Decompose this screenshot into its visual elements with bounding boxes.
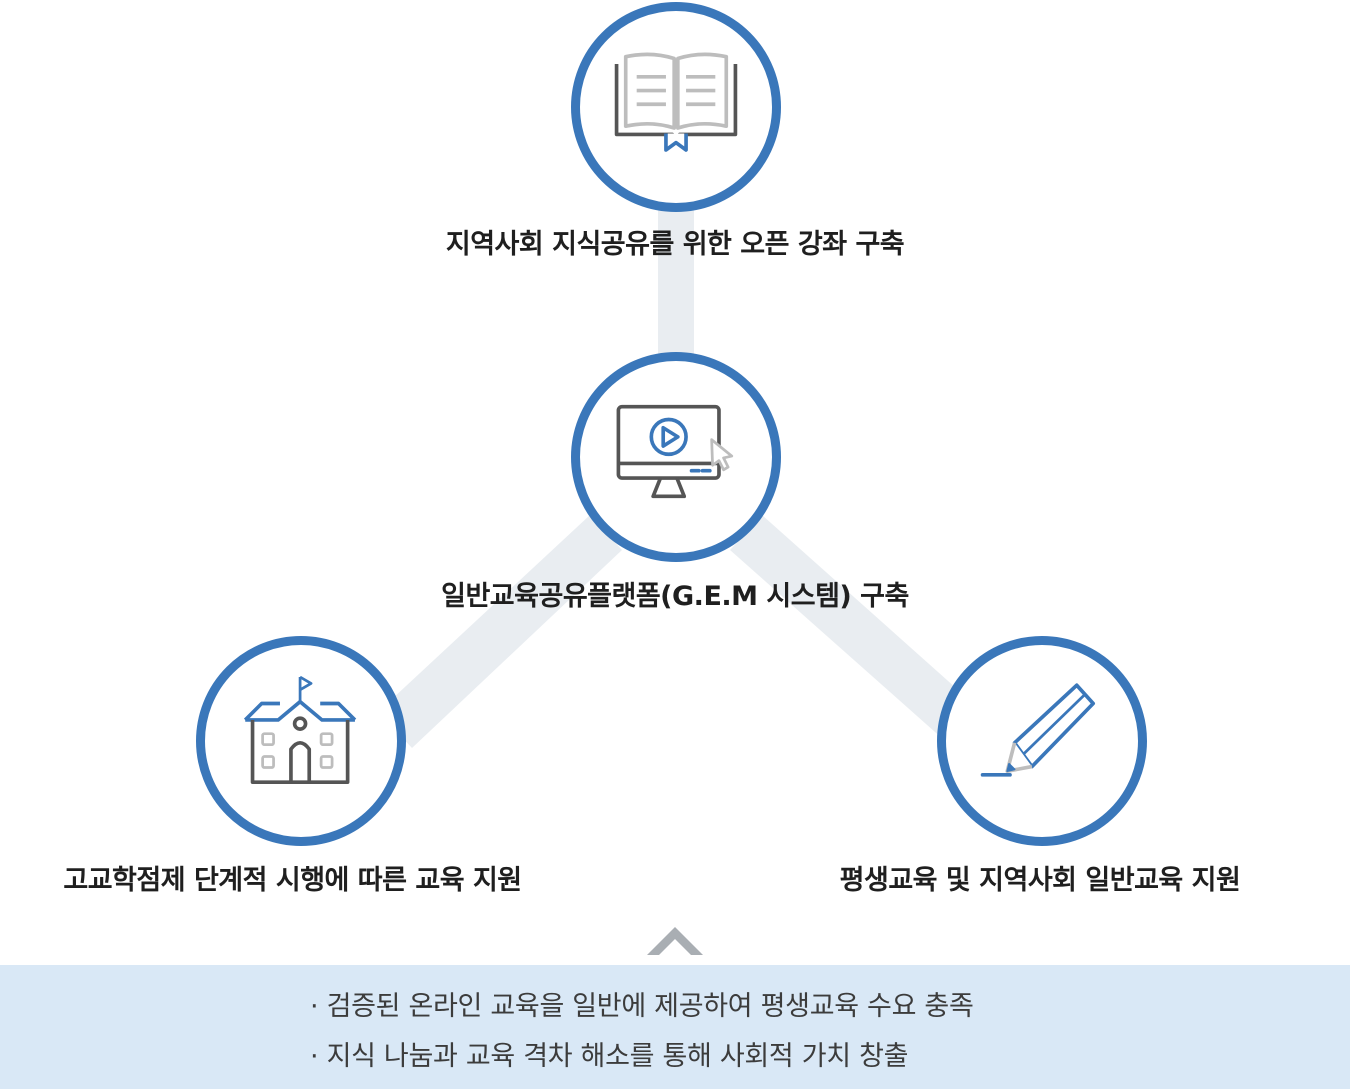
monitor-play-icon	[616, 404, 734, 499]
summary-line-1: · 검증된 온라인 교육을 일반에 제공하여 평생교육 수요 충족	[310, 991, 974, 1022]
open-courses-node	[571, 2, 781, 212]
pencil-icon	[980, 683, 1096, 777]
up-arrow-icon	[647, 927, 703, 955]
lifelong-education-node	[937, 636, 1147, 846]
high-school-credit-label: 고교학점제 단계적 시행에 따른 교육 지원	[63, 865, 522, 896]
gem-platform-node	[571, 352, 781, 562]
summary-line-2: · 지식 나눔과 교육 격차 해소를 통해 사회적 가치 창출	[310, 1041, 909, 1072]
open-courses-label: 지역사회 지식공유를 위한 오픈 강좌 구축	[445, 229, 905, 260]
open-book-icon	[614, 52, 738, 152]
summary-box	[0, 965, 1350, 1089]
high-school-node	[196, 636, 406, 846]
gem-platform-label: 일반교육공유플랫폼(G.E.M 시스템) 구축	[441, 581, 909, 612]
lifelong-education-label: 평생교육 및 지역사회 일반교육 지원	[839, 865, 1241, 896]
school-building-icon	[243, 675, 357, 784]
